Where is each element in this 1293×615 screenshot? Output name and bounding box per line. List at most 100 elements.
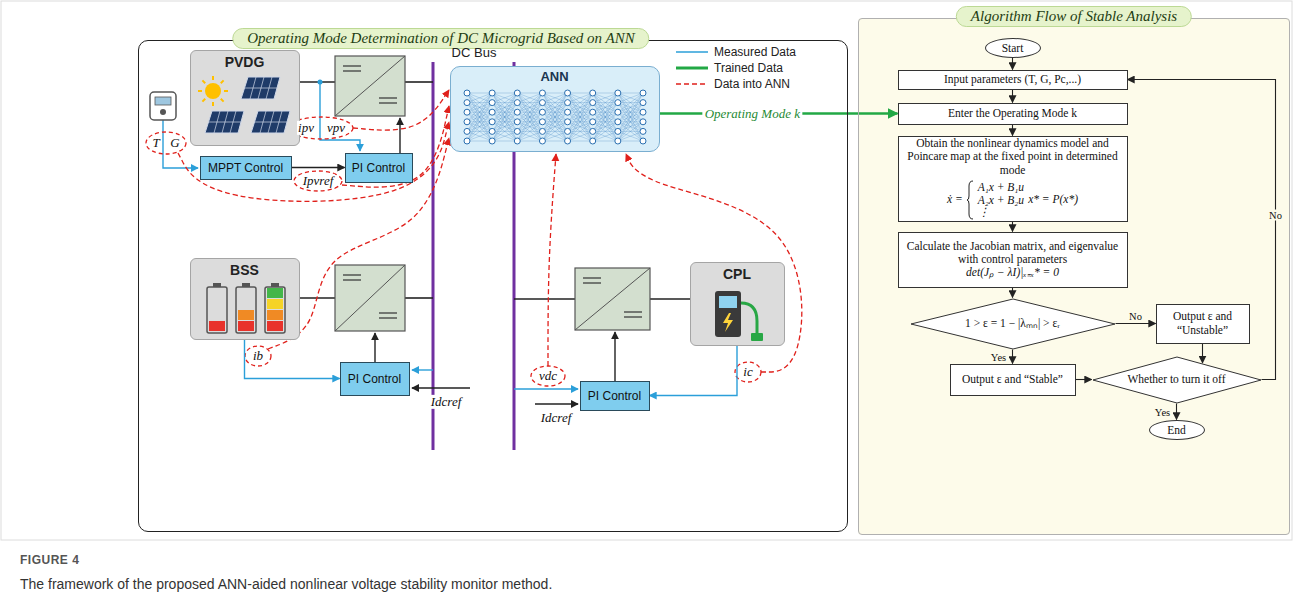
battery-level xyxy=(209,321,225,331)
node-label: Output ε and “Unstable” xyxy=(1162,310,1244,336)
neuron xyxy=(640,118,646,124)
network-link xyxy=(617,102,642,140)
network-link xyxy=(617,131,642,141)
signal-name: T xyxy=(151,136,160,150)
data-tap-ellipse xyxy=(146,132,186,154)
legend-sample xyxy=(676,67,708,70)
brace-stroke xyxy=(967,181,973,219)
power-wire xyxy=(405,297,433,299)
sun-ray xyxy=(198,90,202,92)
network-link xyxy=(492,93,517,103)
neuron xyxy=(614,90,620,96)
network-link xyxy=(567,140,592,141)
neuron xyxy=(514,138,520,144)
node-label: End xyxy=(1167,424,1186,436)
legend-sample xyxy=(676,51,708,53)
equation-text: A₁x + B₁u xyxy=(978,181,1024,194)
signal-connector xyxy=(292,167,345,168)
battery-level xyxy=(267,321,283,331)
neuron xyxy=(589,138,595,144)
network-link xyxy=(592,93,617,141)
network-link xyxy=(467,93,492,112)
flow-connector xyxy=(1012,90,1013,103)
battery-icon xyxy=(236,287,256,333)
network-link xyxy=(492,93,517,112)
network-link xyxy=(617,93,642,112)
network-link xyxy=(617,92,642,93)
neuron xyxy=(464,109,470,115)
network-link xyxy=(492,131,517,141)
neuron xyxy=(539,118,545,124)
component-box: PVDG xyxy=(190,50,300,146)
control-arrow xyxy=(374,333,375,362)
converter-body xyxy=(575,268,650,330)
neuron xyxy=(539,109,545,115)
reference-arrow xyxy=(412,387,470,388)
node-label: CPL xyxy=(723,266,751,282)
network-link xyxy=(542,93,567,141)
node-label: Calculate the Jacobian matrix, and eigen… xyxy=(904,240,1122,266)
network-link xyxy=(617,140,642,141)
node-label: Start xyxy=(1002,42,1024,54)
process-box: Enter the Operating Mode k xyxy=(898,103,1128,125)
network-link xyxy=(467,93,492,131)
neuron xyxy=(614,128,620,134)
network-link xyxy=(467,102,492,140)
network-link xyxy=(542,93,567,131)
dc-symbol-stroke xyxy=(343,279,361,280)
network-link xyxy=(542,92,567,93)
network-link xyxy=(517,92,542,93)
network-link xyxy=(542,93,567,103)
neuron xyxy=(614,138,620,144)
control-block: PI Control xyxy=(345,153,413,183)
dc-symbol-stroke xyxy=(583,282,601,283)
network-link xyxy=(617,102,642,140)
network-link xyxy=(467,121,492,140)
network-link xyxy=(567,93,592,141)
terminal-oval: Start xyxy=(985,38,1041,58)
neuron xyxy=(464,118,470,124)
solar-panel xyxy=(241,77,280,99)
node-label: Input parameters (T, G, Pc,...) xyxy=(944,73,1081,86)
flow-connector xyxy=(1012,125,1013,136)
neuron xyxy=(489,118,495,124)
panel-frame: StartInput parameters (T, G, Pc,...) Ente… xyxy=(858,18,1290,535)
signal-name: G xyxy=(169,136,180,150)
neuron xyxy=(514,128,520,134)
sun-ray xyxy=(220,98,223,101)
signal-connector xyxy=(245,340,340,379)
process-box: Input parameters (T, G, Pc,...) xyxy=(898,70,1128,90)
battery-icon xyxy=(207,287,227,333)
network-link xyxy=(517,93,542,103)
network-link xyxy=(567,92,592,93)
measured-line xyxy=(412,369,433,370)
charger-screen xyxy=(719,296,737,308)
process-box: Output ε and “Stable” xyxy=(950,364,1076,396)
neuron xyxy=(464,138,470,144)
network-link xyxy=(567,121,592,140)
network-link xyxy=(542,121,567,140)
process-box: Obtain the nonlinear dynamics model and … xyxy=(898,136,1128,222)
node-label: PI Control xyxy=(588,389,641,403)
panel-heading: Algorithm Flow of Stable Analysis xyxy=(956,6,1192,27)
data-into-ann-line xyxy=(342,106,449,187)
network-link xyxy=(617,93,642,131)
network-link xyxy=(467,131,492,141)
neuron xyxy=(589,109,595,115)
neuron xyxy=(589,128,595,134)
sensor-display xyxy=(155,97,171,105)
neuron xyxy=(564,90,570,96)
network-link xyxy=(517,93,542,131)
network-link xyxy=(517,121,542,140)
lightning-icon xyxy=(723,313,733,332)
sun-ray xyxy=(212,102,214,106)
dc-symbol-stroke xyxy=(343,70,361,71)
flow-connector xyxy=(1202,344,1203,363)
brace xyxy=(967,180,974,220)
network-link xyxy=(492,121,517,140)
control-arrow xyxy=(399,118,400,153)
network-link xyxy=(492,131,517,141)
network-link xyxy=(517,102,542,140)
network-link xyxy=(592,121,617,140)
network-link xyxy=(592,131,617,141)
